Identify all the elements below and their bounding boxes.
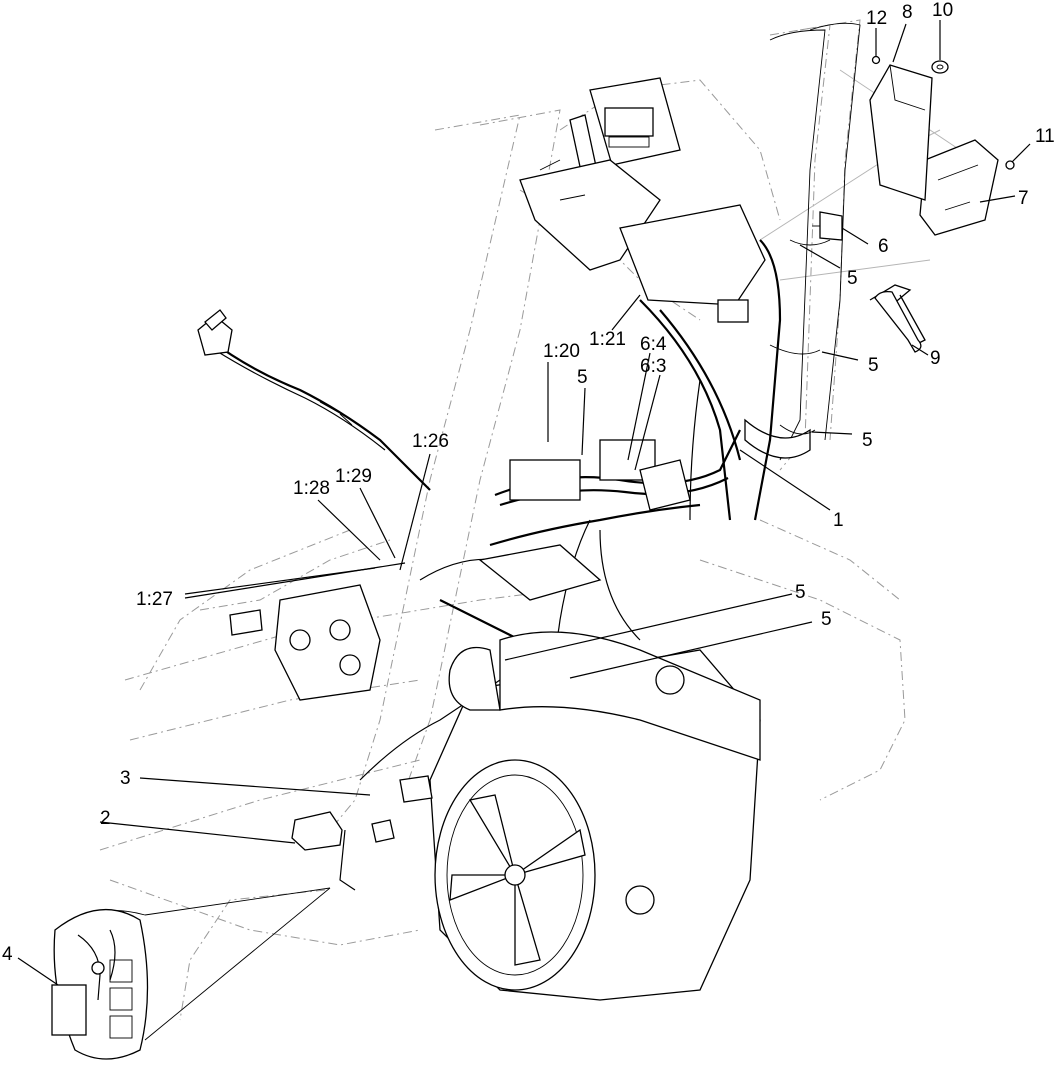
callout-6-3: 6:3 [640,356,666,377]
detail-inset [51,887,331,1060]
screw-11 [1005,160,1015,170]
callout-5-b: 5 [868,355,879,376]
u-bolt [869,284,926,353]
loose-harness-connector [197,309,353,426]
connector-6 [812,211,843,241]
callout-5-e: 5 [821,609,832,630]
controller-module [919,139,999,236]
callout-1-27: 1:27 [136,589,173,610]
callout-1-21: 1:21 [589,329,626,350]
connector-3 [371,775,433,843]
callout-6-4: 6:4 [640,334,667,355]
callout-1-28: 1:28 [293,478,330,499]
cable-ties [769,239,831,435]
callout-5-c: 5 [862,430,873,451]
callout-1-26: 1:26 [412,431,449,452]
callout-1-20: 1:20 [543,341,580,362]
mounting-bracket [869,64,933,201]
callout-5-a: 5 [847,268,858,289]
callout-11: 11 [1035,126,1055,147]
callout-2: 2 [100,808,111,829]
callout-5-f: 5 [577,367,588,388]
callout-1-29: 1:29 [335,466,372,487]
callout-1: 1 [833,510,844,531]
callout-5-d: 5 [795,582,806,603]
callout-10: 10 [932,0,953,21]
callout-labels: 1 2 3 4 5 5 5 5 5 5 6 7 8 9 10 11 12 1:2… [2,0,1055,965]
engine-assembly [429,439,761,1001]
callout-9: 9 [930,348,941,369]
leader-lines [17,20,1031,986]
callout-8: 8 [902,2,913,23]
control-panel [519,77,766,323]
nut-12 [871,55,881,65]
callout-12: 12 [866,8,887,29]
callout-7: 7 [1018,188,1029,209]
callout-3: 3 [120,768,131,789]
callout-6: 6 [878,236,889,257]
valve-block [229,584,381,701]
washer [931,60,949,74]
rops-frame [744,22,861,461]
rubber-boot-2 [291,811,343,851]
callout-4: 4 [2,944,13,965]
